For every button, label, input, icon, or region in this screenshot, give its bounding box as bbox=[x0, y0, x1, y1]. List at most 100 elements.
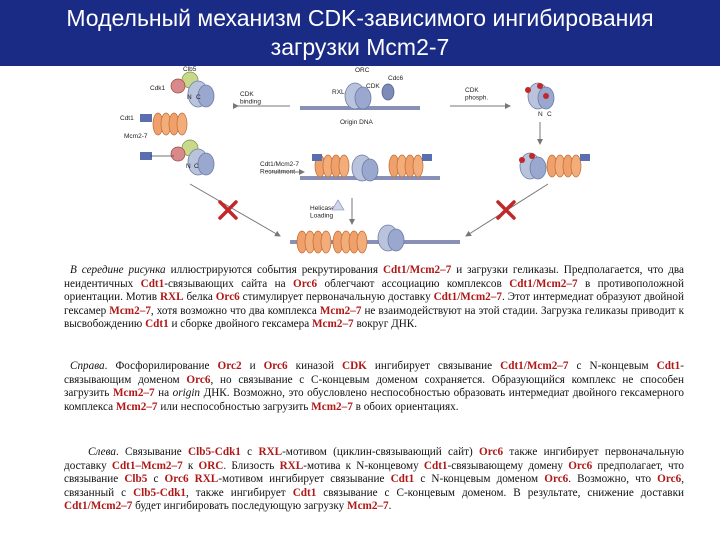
n-label-top-left: N bbox=[187, 94, 192, 101]
text-run: иллюстрируются события рекрутирования bbox=[165, 264, 383, 276]
text-run: не взаимодействуют на этой стадии. Загру… bbox=[64, 304, 685, 331]
text-run: , также ингибирует bbox=[185, 486, 293, 499]
paragraph-left-text: Слева. Связывание Clb5-Cdk1 с RXL-мотиво… bbox=[64, 446, 684, 514]
text-run: киназой bbox=[287, 360, 342, 372]
text-run: -мотива к N-концевому bbox=[303, 459, 424, 472]
highlighted-term: Cdt1/Mcm2–7 bbox=[382, 264, 452, 276]
title-bar: Модельный механизм CDK-зависимого ингиби… bbox=[0, 0, 720, 66]
page-title-line1: Модельный механизм CDK-зависимого ингиби… bbox=[66, 5, 654, 31]
text-run: с bbox=[240, 446, 259, 458]
clb5-label: Clb5 bbox=[183, 66, 197, 73]
text-run: . Этот интермедиат образуют двойной гекс… bbox=[64, 291, 684, 317]
text-run: . Возможно, что bbox=[568, 473, 658, 486]
text-run: и сборке двойного гексамера bbox=[168, 318, 312, 331]
block-x-left bbox=[218, 200, 238, 220]
cdk1-label: Cdk1 bbox=[150, 85, 166, 92]
cdk-phosph-label: CDK phosph. bbox=[465, 87, 488, 102]
highlighted-term: Cdt1 bbox=[656, 360, 681, 372]
c-label-right: C bbox=[547, 111, 552, 118]
cdk-binding-label: CDK binding bbox=[240, 91, 261, 106]
paragraph-left: Слева. Связывание Clb5-Cdk1 с RXL-мотиво… bbox=[64, 446, 684, 514]
block-x-right bbox=[496, 200, 516, 220]
mcm27-label: Mcm2-7 bbox=[124, 133, 148, 140]
highlighted-term: Clb5-Cdk1 bbox=[188, 446, 241, 458]
highlighted-term: Mcm2–7 bbox=[115, 400, 158, 413]
highlighted-term: Cdt1/Mcm2–7 bbox=[433, 291, 502, 304]
left-pathway: Clb5 Cdk1 N C Cdt1 Mcm2-7 N C bbox=[120, 66, 215, 176]
highlighted-term: Clb5-Cdk1 bbox=[133, 486, 186, 499]
highlighted-term: Cdt1 bbox=[423, 459, 448, 472]
paragraph-right-text: Справа. Фосфорилирование Orc2 и Orc6 кин… bbox=[64, 360, 684, 414]
highlighted-term: Mcm2–7 bbox=[347, 500, 389, 513]
text-run: к bbox=[182, 459, 199, 472]
text-run: облегчают ассоциацию комплексов bbox=[317, 277, 510, 290]
italic-text: В середине рисунка bbox=[70, 264, 166, 276]
highlighted-term: Cdt1–Mcm2–7 bbox=[111, 459, 183, 472]
highlighted-term: Clb5 bbox=[124, 473, 148, 486]
label-line: phosph. bbox=[465, 95, 488, 102]
text-run: белка bbox=[183, 291, 216, 304]
center-labels: CDK binding Cdt1/Mcm2-7 Recruitment bbox=[233, 91, 305, 176]
highlighted-term: RXL bbox=[279, 459, 304, 472]
text-run: в противоположной ориентации. Мотив bbox=[64, 277, 685, 304]
text-run: с N-концевым доменом bbox=[414, 473, 545, 486]
text-run: в обоих ориентациях. bbox=[352, 400, 459, 413]
label-line: Loading bbox=[310, 213, 334, 220]
highlighted-term: Orc6 bbox=[657, 473, 682, 486]
text-run: или неспособностью загрузить bbox=[157, 400, 312, 413]
highlighted-term: Orc6 bbox=[186, 373, 211, 386]
cdk-label: CDK bbox=[366, 83, 380, 90]
highlighted-term: Cdt1/Mcm2–7 bbox=[500, 360, 569, 372]
cdk-binding-line: CDK bbox=[240, 91, 254, 98]
highlighted-term: Orc6 bbox=[479, 446, 504, 458]
highlighted-term: RXL bbox=[159, 291, 184, 304]
text-run: . Близость bbox=[223, 459, 280, 472]
highlighted-term: Orc6 bbox=[263, 360, 288, 372]
helicase-loading-label: Helicase Loading bbox=[310, 205, 337, 220]
blocked-transitions bbox=[189, 183, 549, 237]
highlighted-term: Orc2 bbox=[217, 360, 242, 372]
c-label-mid-left: C bbox=[194, 163, 199, 170]
text-run: с N-концевым bbox=[568, 360, 657, 372]
cdt1-protein bbox=[140, 114, 152, 122]
highlighted-term: Cdt1 bbox=[292, 486, 317, 499]
text-run: -связывающим доменом bbox=[64, 360, 684, 386]
mechanism-diagram: Clb5 Cdk1 N C Cdt1 Mcm2-7 N C CDK bindin… bbox=[120, 66, 590, 254]
highlighted-term: Cdt1 bbox=[145, 318, 169, 331]
helicase-loading-line: Helicase bbox=[310, 205, 335, 212]
text-run: . bbox=[388, 500, 392, 513]
highlighted-term: ORC bbox=[198, 459, 224, 472]
text-run: , но связывание с С-концевым доменом сох… bbox=[64, 373, 685, 400]
origin-dna-label: Origin DNA bbox=[340, 119, 374, 126]
text-run: связывание с С-концевым доменом. В резул… bbox=[316, 486, 685, 499]
text-run: стимулирует первоначальную доставку bbox=[239, 291, 434, 304]
highlighted-term: Mcm2–7 bbox=[319, 304, 362, 317]
label-line: binding bbox=[240, 99, 261, 106]
center-pathway: ORC RXL Cdc6 CDK Origin DNA Helicase Loa… bbox=[290, 67, 460, 254]
c-label-top-left: C bbox=[196, 94, 201, 101]
cdc6-label: Cdc6 bbox=[388, 75, 404, 82]
recruitment-label: Cdt1/Mcm2-7 Recruitment bbox=[260, 161, 301, 176]
n-label-right: N bbox=[538, 111, 543, 118]
italic-text: Справа bbox=[70, 360, 105, 372]
text-run: ДНК. Возможно, это обусловлено неспособн… bbox=[64, 387, 684, 413]
cdt1-label: Cdt1 bbox=[120, 115, 134, 122]
orc-label: ORC bbox=[355, 67, 370, 74]
cdk-phosph-line: CDK bbox=[465, 87, 479, 94]
text-run: , хотя возможно что два комплекса bbox=[150, 304, 320, 317]
highlighted-term: Mcm2–7 bbox=[112, 387, 155, 400]
text-run: -связывающих сайта на bbox=[164, 277, 294, 290]
rxl-label: RXL bbox=[332, 89, 345, 96]
text-run: . Связывание bbox=[115, 446, 189, 458]
highlighted-term: Orc6 bbox=[164, 473, 189, 486]
text-run: на bbox=[154, 387, 173, 400]
text-run: . Фосфорилирование bbox=[104, 360, 218, 372]
paragraph-middle-text: В середине рисунка иллюстрируются событи… bbox=[64, 264, 684, 332]
text-run: с bbox=[147, 473, 165, 486]
text-run: ингибирует связывание bbox=[366, 360, 501, 372]
highlighted-term: CDK bbox=[341, 360, 367, 372]
text-run: и bbox=[241, 360, 264, 372]
highlighted-term: Orc6 bbox=[293, 277, 318, 290]
recruitment-line: Cdt1/Mcm2-7 bbox=[260, 161, 299, 168]
highlighted-term: RXL bbox=[258, 446, 283, 458]
